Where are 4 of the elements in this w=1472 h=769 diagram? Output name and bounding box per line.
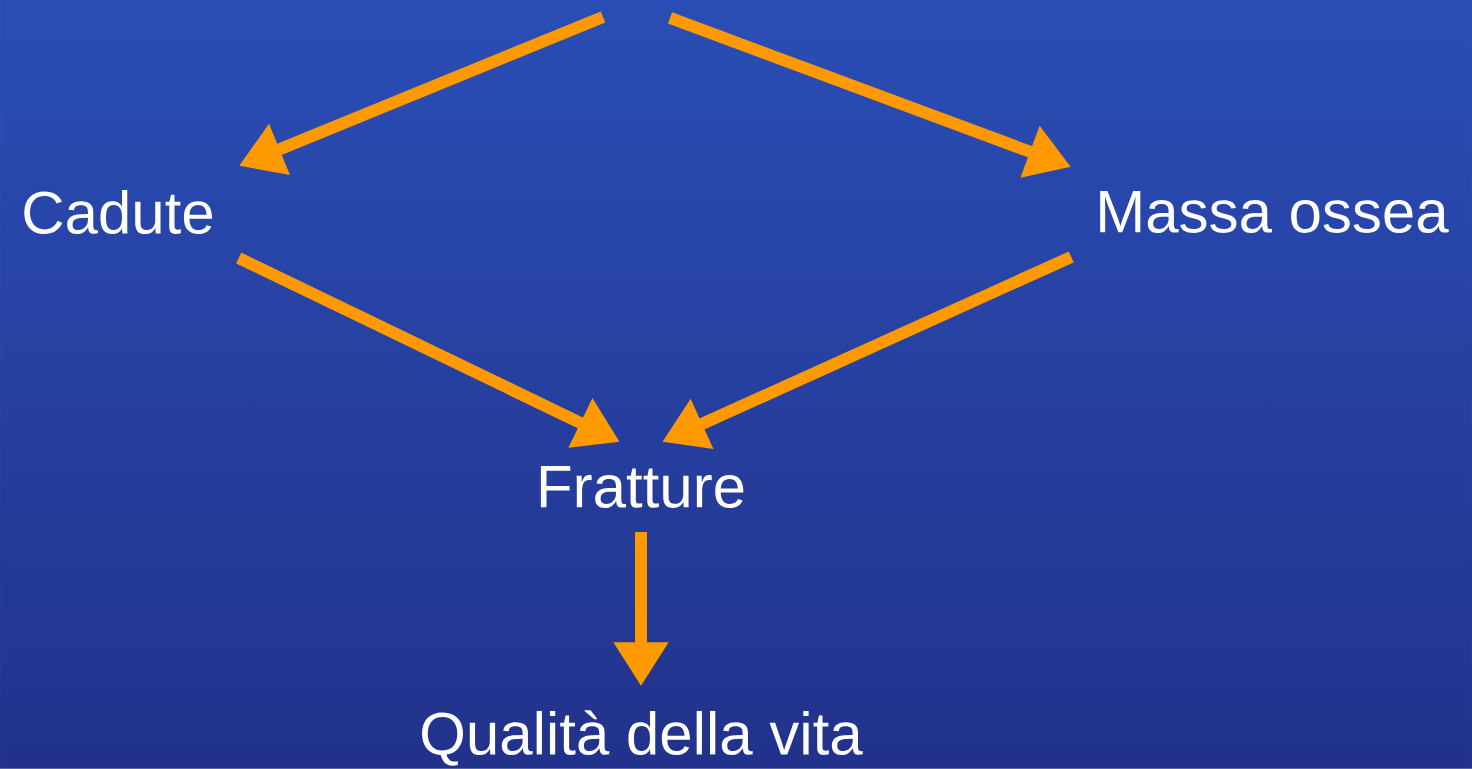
node-label: Massa ossea — [1100, 191, 1449, 233]
node-label: Cadute — [24, 189, 213, 235]
node-label: Fratture — [540, 466, 744, 508]
node-label: Qualità della vita — [422, 710, 863, 766]
